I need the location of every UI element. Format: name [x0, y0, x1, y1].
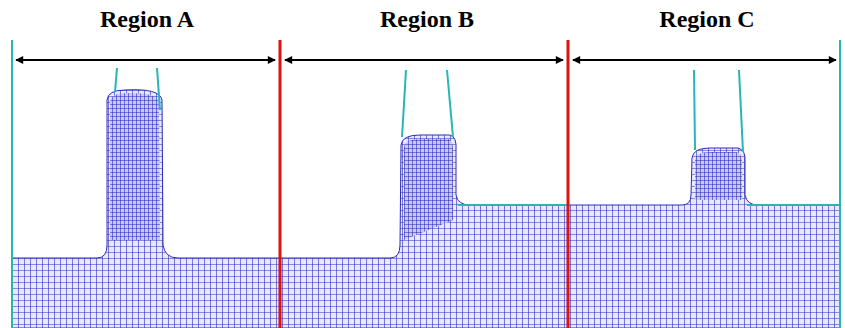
- mesh-fin-a: [110, 93, 160, 240]
- tool-walls: [12, 40, 840, 328]
- mesh-region-a: [12, 90, 280, 328]
- region-label: Region C: [659, 6, 754, 32]
- region-label: Region B: [380, 6, 474, 32]
- mesh-region-b: [280, 135, 568, 328]
- region-label: Region A: [100, 6, 194, 32]
- mesh-region-c: [568, 148, 840, 328]
- region-dividers: [280, 40, 568, 328]
- mesh-fin-c: [695, 152, 742, 200]
- span-arrows: [16, 59, 836, 61]
- mesh-fin-b: [404, 139, 453, 240]
